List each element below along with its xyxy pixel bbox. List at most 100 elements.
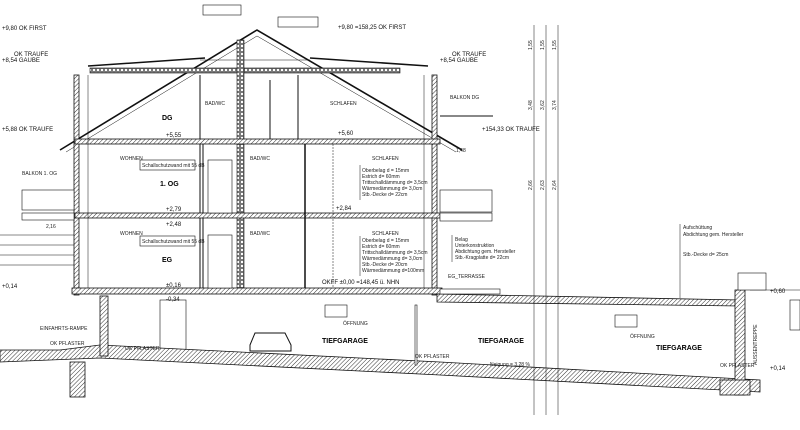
drawing-label: AUSSENTREPPE [753, 324, 759, 365]
drawing-label: 2,66 [528, 180, 534, 190]
outer-wall-right [431, 74, 438, 296]
levels-right: +9,80 =158,25 OK FIRST OK TRAUFE +8,54 G… [338, 25, 786, 372]
drawing-label: Aufschüttung [683, 225, 712, 231]
drawing-label: BAD/WC [205, 101, 225, 107]
drawing-label: BALKON 1. OG [22, 171, 57, 177]
floor-label-dg: DG [162, 115, 173, 122]
notes: Schallschutzwand mit 55 dB Schallschutzw… [139, 159, 759, 368]
drawing-label: Stb.-Kragplatte d= 22cm [455, 255, 509, 261]
drawing-label: OK PFLASTER [50, 341, 85, 347]
drawing-label: 2,63 [540, 180, 546, 190]
drawing-label: Stb.-Decke d= 25cm [683, 252, 728, 258]
drawing-label: Oberbelag d = 15mm [362, 168, 409, 174]
drawing-label: TIEFGARAGE [322, 338, 368, 345]
drawing-label: Schallschutzwand mit 55 dB [142, 163, 205, 169]
drawing-label: TIEFGARAGE [478, 338, 524, 345]
drawing-label: OK PFLASTER [415, 354, 450, 360]
drawing-label: OK TRAUFE [452, 52, 486, 58]
drawing-label: +5,55 [166, 133, 182, 139]
slab-tg-ceiling [436, 293, 741, 307]
layers-garden: Aufschüttung Abdichtung gem. Hersteller … [679, 224, 744, 298]
drawing-label: +8,54 GAUBE [2, 58, 40, 64]
layers-eg: Oberbelag d = 15mm Estrich d= 60mm Tritt… [359, 236, 428, 276]
drawing-label: Estrich d= 60mm [362, 244, 400, 250]
garage [0, 289, 800, 398]
drawing-label: +2,48 [166, 222, 182, 228]
okff-label: OKFF ±0,00 =148,45 ü. NHN [322, 280, 400, 286]
drawing-label: Trittschalldämmung d= 3,5cm [362, 180, 428, 186]
drawing-label: Wärmedämmung d= 3,0cm [362, 256, 422, 262]
drawing-label: Unterkonstruktion [455, 243, 494, 249]
drawing-label: BALKON DG [450, 95, 479, 101]
drawing-label: OK PFLASTER [720, 363, 755, 369]
layers-terrace: Belag Unterkonstruktion Abdichtung gem. … [451, 235, 516, 262]
floor-label-1og: 1. OG [160, 181, 179, 188]
drawing-label: SCHLAFEN [372, 231, 399, 237]
drawing-label: WOHNEN [120, 231, 143, 237]
drawing-label: TIEFGARAGE [656, 345, 702, 352]
drawing-label: OK PFLASTER [125, 346, 160, 352]
drawing-label: Abdichtung gem. Hersteller [683, 232, 744, 238]
drawing-label: Stb.-Decke d= 22cm [362, 192, 407, 198]
drawing-label: +5,60 [338, 131, 354, 137]
drawing-label: +0,60 [770, 289, 786, 295]
dimension-labels: 1,55 1,55 1,55 3,48 3,62 3,74 2,66 2,63 … [46, 40, 558, 230]
drawing-label: Estrich d= 60mm [362, 174, 400, 180]
drawing-label: 3,62 [540, 100, 546, 110]
drawing-label: +2,84 [336, 206, 352, 212]
drawing-label: +2,79 [166, 207, 182, 213]
drawing-label: +0,14 [2, 284, 18, 290]
drawing-label: WOHNEN [120, 156, 143, 162]
drawing-label: Wärmedämmung d=100mm [362, 268, 424, 274]
slab-dg [74, 138, 441, 145]
opening-2 [614, 314, 638, 328]
drawing-label: BAD/WC [250, 231, 270, 237]
exterior-stairs [737, 272, 767, 291]
floor-label-eg: EG [162, 257, 173, 264]
drawing-label: ÖFFNUNG [630, 333, 655, 340]
drawing-label: 2,64 [552, 180, 558, 190]
drawing-label: 2,16 [46, 224, 56, 230]
outer-wall-left [73, 74, 80, 296]
level-marks: +5,55 +5,60 +2,79 +2,84 +2,48 ±0,16 -0,3… [166, 131, 354, 303]
interior-walls [159, 75, 334, 356]
drawing-label: 1,55 [528, 40, 534, 50]
slab-1og [74, 212, 441, 219]
drawing-label: EINFAHRTS-RAMPE [40, 326, 88, 332]
drawing-label: BAD/WC [250, 156, 270, 162]
drawing-label: SCHLAFEN [330, 101, 357, 107]
drawing-label: EG_TERRASSE [448, 274, 486, 280]
drawing-label: 3,74 [552, 100, 558, 110]
door-tg [159, 299, 187, 356]
dimension-lines [87, 25, 559, 415]
levels-left: +9,80 OK FIRST OK TRAUFE +8,54 GAUBE +5,… [2, 26, 53, 290]
drawing-label: Oberbelag d = 15mm [362, 238, 409, 244]
slab-eg [71, 287, 443, 295]
drawing-label: +154,33 OK TRAUFE [482, 127, 540, 133]
drawing-label: Schallschutzwand mit 55 dB [142, 239, 205, 245]
drawing-label: Abdichtung gem. Hersteller [455, 249, 516, 255]
drawing-label: Trittschalldämmung d= 3,5cm [362, 250, 428, 256]
drawing-label: 3,48 [528, 100, 534, 110]
drawing-label: Stb.-Decke d= 20cm [362, 262, 407, 268]
drawing-label: ±0,16 [166, 283, 182, 289]
drawing-label: +9,80 =158,25 OK FIRST [338, 25, 406, 31]
drawing-label: +8,54 GAUBE [440, 58, 478, 64]
balcony-right [439, 115, 501, 295]
drawing-label: Belag [455, 237, 468, 243]
drawing-label: SCHLAFEN [372, 156, 399, 162]
layers-og: Oberbelag d = 15mm Estrich d= 60mm Tritt… [359, 165, 428, 200]
drawing-label: +9,80 OK FIRST [2, 26, 47, 32]
room-labels: WOHNEN BAD/WC SCHLAFEN WOHNEN BAD/WC SCH… [22, 95, 755, 369]
drawing-label: Wärmedämmung d= 3,0cm [362, 186, 422, 192]
drawing-label: +5,88 OK TRAUFE [2, 127, 53, 133]
drawing-label: ÖFFNUNG [343, 320, 368, 327]
drawing-label: -0,34 [166, 297, 180, 303]
chimney [236, 39, 245, 291]
drawing-label: 1,48 [456, 148, 466, 154]
door-eg [207, 234, 233, 289]
drawing-label: OK TRAUFE [14, 52, 48, 58]
roof [59, 4, 463, 153]
door-1og [207, 159, 233, 214]
